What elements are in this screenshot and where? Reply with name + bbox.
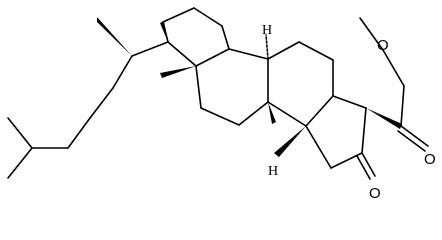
ketone-oxygen-label: O: [369, 185, 381, 202]
methyl-wedge-bond: [274, 126, 306, 157]
bond: [238, 101, 269, 126]
carbonyl-double-bond: [397, 130, 426, 152]
bond: [167, 41, 197, 67]
ketone-double-bond: [361, 152, 376, 177]
bond: [7, 117, 33, 149]
ester-group: [359, 17, 429, 152]
bond: [400, 85, 405, 127]
bond: [131, 41, 169, 57]
bond: [162, 7, 195, 23]
bond: [193, 7, 223, 27]
methyl-wedge-bond: [160, 66, 196, 78]
bond: [228, 48, 269, 60]
bond: [305, 125, 332, 169]
wedge-bond: [268, 102, 276, 124]
bond: [195, 65, 202, 109]
bond: [7, 147, 33, 179]
bond: [298, 41, 334, 61]
ring-a: [305, 95, 376, 180]
bond: [330, 152, 363, 169]
hydrogen-label-upper: H: [262, 23, 272, 38]
carbonyl-double-bond: [400, 125, 429, 147]
ketone-double-bond: [356, 155, 371, 180]
bond: [112, 55, 133, 89]
bond: [195, 48, 230, 67]
molecule-structure-diagram: O O O H H: [7, 7, 436, 202]
bond: [267, 101, 307, 127]
bond: [67, 117, 91, 149]
side-chain: [7, 17, 169, 179]
bond: [221, 25, 230, 50]
hydrogen-label-lower: H: [268, 164, 278, 179]
ether-oxygen-label: O: [377, 37, 389, 54]
ring-b: [267, 41, 334, 157]
ring-d: [160, 7, 230, 78]
ring-c: [195, 34, 269, 126]
bond: [361, 107, 367, 154]
methyl-wedge-bond: [97, 17, 132, 56]
bond: [200, 107, 240, 126]
bond: [382, 49, 405, 87]
carbonyl-oxygen-label: O: [424, 151, 436, 168]
bond: [359, 17, 384, 51]
bond: [305, 95, 334, 127]
bond: [162, 21, 169, 43]
bond: [89, 87, 114, 119]
bond: [332, 95, 367, 109]
bond: [267, 41, 300, 60]
wedge-bond: [366, 108, 402, 129]
hashed-bond: [265, 34, 269, 60]
